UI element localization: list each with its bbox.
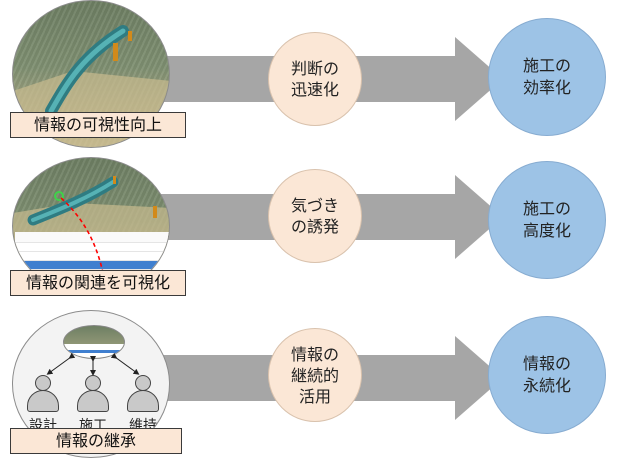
middle-circle: 気づき の誘発 (268, 169, 362, 263)
middle-circle: 情報の 継続的 活用 (268, 328, 362, 422)
row-label: 情報の関連を可視化 (10, 270, 186, 296)
result-circle: 施工の 高度化 (488, 161, 606, 279)
result-circle: 情報の 永続化 (488, 316, 606, 434)
result-circle: 施工の 効率化 (488, 18, 606, 136)
maintainer-person-icon (126, 375, 160, 415)
row-relation: 情報の関連を可視化 気づき の誘発 施工の 高度化 (0, 155, 638, 305)
result-line: 効率化 (522, 78, 571, 97)
row-inheritance: 設計 施工 維持 情報の継承 情報の 継続的 活用 情報の 永続化 (0, 310, 638, 468)
designer-person-icon (26, 375, 60, 415)
result-line: 高度化 (522, 221, 571, 240)
middle-line: の誘発 (290, 217, 339, 236)
result-line: 永続化 (522, 376, 571, 395)
middle-line: 気づき (290, 196, 339, 215)
result-line: 施工の (522, 56, 571, 75)
share-arrows (46, 352, 140, 376)
row-visibility: 情報の可視性向上 判断の 迅速化 施工の 効率化 (0, 0, 638, 150)
result-line: 施工の (522, 199, 571, 218)
middle-line: 活用 (298, 386, 331, 406)
result-line: 情報の (522, 354, 571, 373)
row-label: 情報の継承 (10, 428, 182, 454)
row-label: 情報の可視性向上 (10, 112, 186, 138)
builder-person-icon (76, 375, 110, 415)
middle-line: 迅速化 (290, 80, 339, 99)
middle-line: 判断の (290, 59, 339, 78)
middle-circle: 判断の 迅速化 (268, 32, 362, 126)
middle-line: 情報の (290, 344, 339, 364)
middle-line: 継続的 (290, 365, 339, 385)
